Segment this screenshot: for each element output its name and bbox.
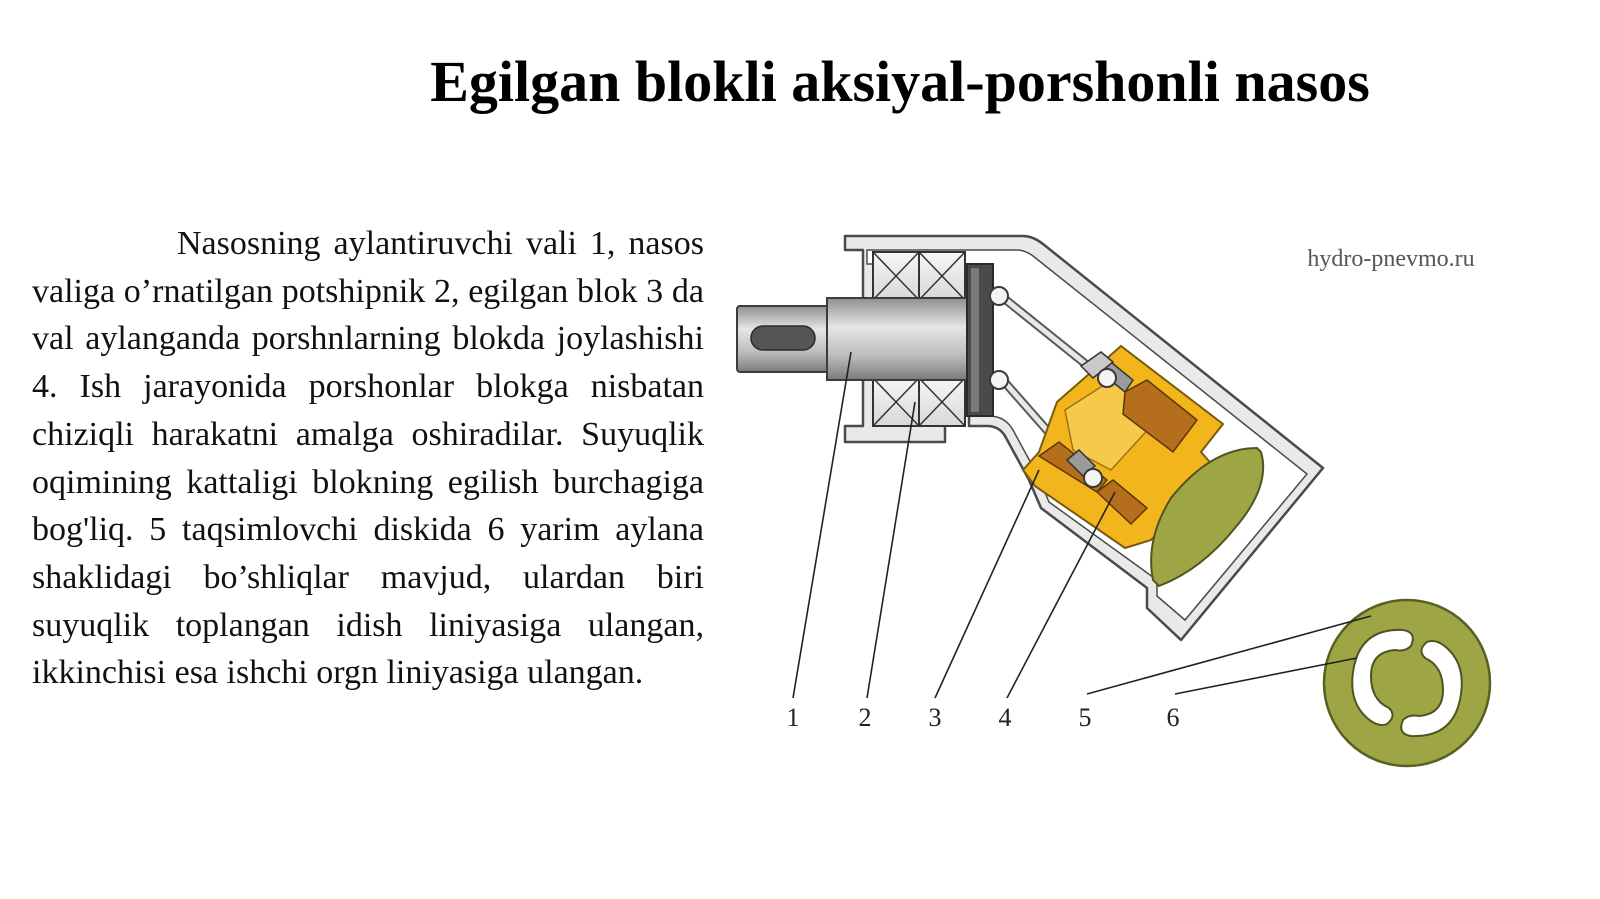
- label-3: 3: [929, 703, 942, 732]
- valve-plate-disc: [1322, 598, 1492, 768]
- label-4: 4: [999, 703, 1012, 732]
- label-2: 2: [859, 703, 872, 732]
- slide-title: Egilgan blokli aksiyal-porshonli nasos: [430, 49, 1370, 114]
- valve-plate-section: [1150, 446, 1265, 588]
- watermark-text: hydro-pnevmo.ru: [1307, 246, 1474, 272]
- cylinder-block: [1021, 344, 1225, 550]
- pump-cross-section-diagram: hydro-pnevmo.ru: [736, 234, 1492, 768]
- label-1: 1: [787, 703, 800, 732]
- bearing-set: [872, 251, 966, 427]
- part-labels: 1 2 3 4 5 6: [787, 703, 1180, 732]
- label-5: 5: [1079, 703, 1092, 732]
- label-6: 6: [1167, 703, 1180, 732]
- drive-shaft: [736, 263, 994, 417]
- description-paragraph: Nasosning aylantiruvchi vali 1, nasos va…: [32, 225, 704, 692]
- leader-lines: [792, 351, 1372, 699]
